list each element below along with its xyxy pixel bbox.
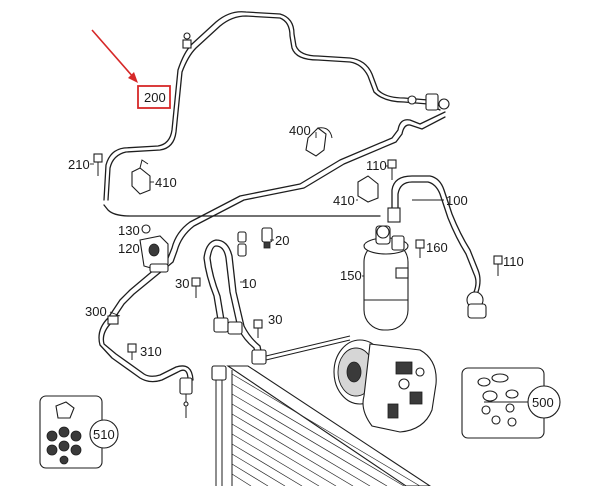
pipe-300[interactable] [98,111,446,418]
compressor[interactable] [333,339,437,433]
bracket-120[interactable] [139,235,169,273]
callout-400[interactable]: 400 [289,123,311,138]
callout-110-top[interactable]: 110 [366,158,387,173]
leader-lines [90,132,528,403]
callout-120[interactable]: 120 [118,241,140,256]
bolt-110-right[interactable] [493,255,503,276]
bolt-160[interactable] [415,239,425,258]
callout-20[interactable]: 20 [275,233,289,248]
callout-30-left[interactable]: 30 [175,276,189,291]
clip-410-right[interactable] [357,175,379,203]
callout-100[interactable]: 100 [446,193,468,208]
clip-410-left[interactable] [131,159,151,195]
callout-10[interactable]: 10 [242,276,256,291]
callout-30-right[interactable]: 30 [268,312,282,327]
callout-310[interactable]: 310 [140,344,162,359]
callout-150[interactable]: 150 [340,268,362,283]
sensor-20[interactable] [261,227,273,249]
hose-100[interactable] [387,175,487,319]
bolt-110-top[interactable] [387,159,397,180]
bolt-30-left[interactable] [191,277,201,298]
bracket-400[interactable] [305,127,333,157]
pipe-200[interactable] [103,11,450,201]
highlight-arrow [91,29,138,83]
bolt-210[interactable] [93,153,103,176]
callout-210[interactable]: 210 [68,157,90,172]
callout-410-right[interactable]: 410 [333,193,355,208]
condenser[interactable] [211,365,432,487]
hose-10[interactable] [203,239,351,365]
bolt-310[interactable] [127,343,137,360]
receiver-drier-150[interactable] [363,225,409,331]
bushing-130[interactable] [141,224,151,234]
oring-kit-500[interactable]: 500 [461,367,561,439]
callout-300[interactable]: 300 [85,304,107,319]
callout-500[interactable]: 500 [532,395,554,410]
callout-160[interactable]: 160 [426,240,448,255]
callout-510[interactable]: 510 [93,427,115,442]
callout-410-left[interactable]: 410 [155,175,177,190]
callout-130[interactable]: 130 [118,223,140,238]
callout-200[interactable]: 200 [144,90,166,105]
callout-110-right[interactable]: 110 [503,254,524,269]
valve-cap[interactable] [237,231,247,257]
callout-200-box [137,85,171,109]
bolt-30-right[interactable] [253,319,263,338]
seal-kit-510[interactable]: 510 [39,395,119,469]
